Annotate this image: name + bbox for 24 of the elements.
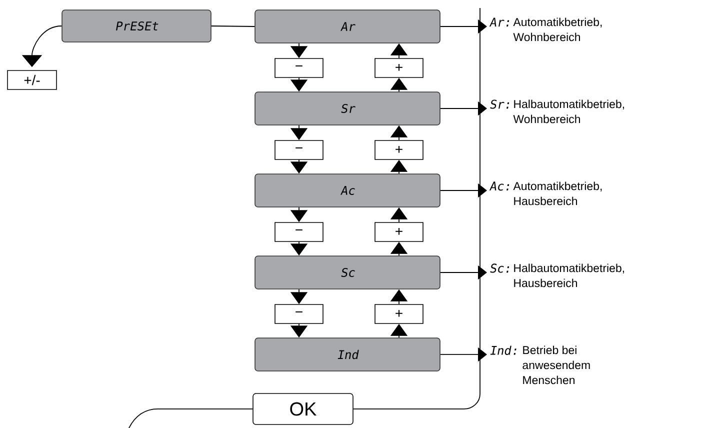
mode-description: Sr: Halbautomatikbetrieb, Wohnbereich bbox=[490, 100, 624, 124]
mode-description: Ar: Automatikbetrieb, Wohnbereich bbox=[489, 18, 602, 42]
key-button: + bbox=[374, 222, 424, 242]
display-box: Sr bbox=[254, 92, 440, 126]
bracket-line bbox=[352, 8, 480, 410]
mode-description: Sc: Halbautomatikbetrieb, Hausbereich bbox=[490, 264, 624, 288]
display-box: PrESEt bbox=[62, 10, 212, 42]
connector-line bbox=[210, 26, 256, 27]
display-box: Ar bbox=[254, 10, 440, 44]
key-button: − bbox=[274, 304, 324, 324]
key-button: +/- bbox=[7, 70, 57, 90]
display-box: Ind bbox=[254, 338, 440, 372]
key-button: + bbox=[374, 140, 424, 160]
mode-description: Ind: Betrieb bei anwesendem Menschen bbox=[490, 346, 590, 384]
key-button: − bbox=[274, 222, 324, 242]
key-button: − bbox=[274, 140, 324, 160]
display-box: Ac bbox=[254, 174, 440, 208]
mode-description: Ac: Automatikbetrieb, Hausbereich bbox=[489, 182, 602, 206]
key-button: − bbox=[274, 58, 324, 78]
key-button: + bbox=[374, 58, 424, 78]
display-box: Sc bbox=[254, 256, 440, 290]
ok-button: OK bbox=[252, 393, 354, 425]
connector-line bbox=[128, 408, 254, 428]
key-button: + bbox=[374, 304, 424, 324]
